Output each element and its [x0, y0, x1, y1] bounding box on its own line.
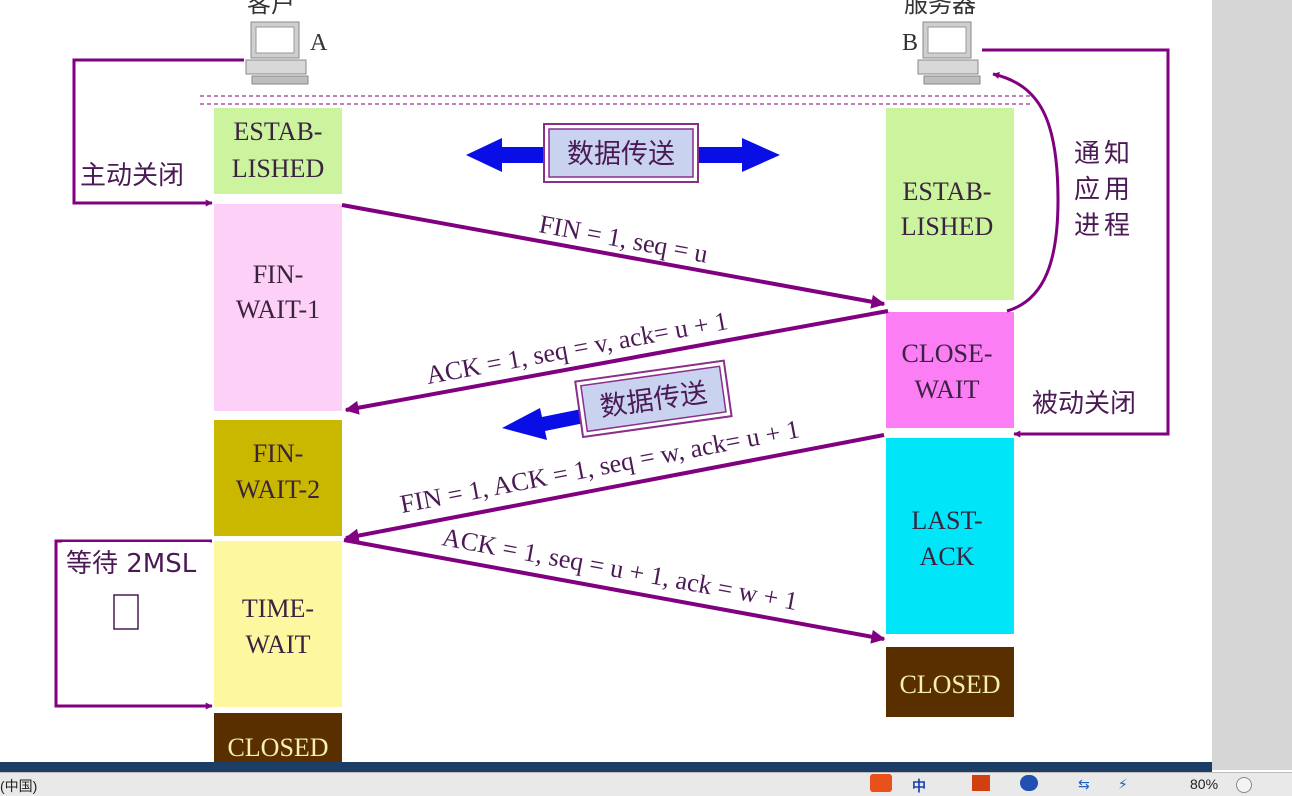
notify-app-label: 通 — [1074, 139, 1100, 169]
client-computer-icon — [245, 21, 309, 85]
notify-app-label: 知 — [1104, 139, 1130, 169]
notify-app-label: 进 — [1074, 211, 1100, 241]
state-label: WAIT — [915, 375, 980, 404]
state-label: CLOSE- — [902, 339, 993, 368]
notify-app-curve: 通 知 应 用 进 程 — [992, 72, 1130, 313]
placeholder-box — [113, 594, 139, 630]
notify-app-label: 程 — [1104, 211, 1130, 241]
client-state-fin-wait-1: FIN- WAIT-1 — [214, 204, 342, 411]
message-last-ack: ACK = 1, seq = u + 1, ack = w + 1 — [343, 522, 886, 644]
data-transfer-arrow-mid: 数据传送 — [502, 359, 733, 440]
active-close-label: 主动关闭 — [80, 161, 184, 191]
state-label: TIME- — [242, 594, 314, 623]
state-label: WAIT — [246, 630, 311, 659]
state-label: CLOSED — [899, 670, 1000, 699]
tray-icon[interactable] — [1020, 775, 1038, 791]
tray-icon[interactable]: ⇆ — [1078, 776, 1090, 792]
tray-icon[interactable] — [972, 775, 990, 791]
taskbar: (中国) 中 ⇆ ⚡ 80% — [0, 772, 1292, 796]
state-label: LISHED — [232, 154, 324, 183]
state-label: ACK — [920, 542, 975, 571]
state-label: ESTAB- — [234, 117, 323, 146]
state-label: LAST- — [911, 506, 982, 535]
state-label: FIN- — [253, 439, 304, 468]
sogou-icon[interactable] — [870, 774, 892, 792]
zoom-slider-handle[interactable] — [1236, 777, 1252, 793]
passive-close-label: 被动关闭 — [1032, 389, 1136, 419]
client-state-estab: ESTAB- LISHED — [214, 108, 342, 194]
zoom-level: 80% — [1190, 776, 1219, 792]
notify-app-label: 用 — [1104, 175, 1130, 205]
client-letter: A — [310, 30, 328, 56]
message-fin: FIN = 1, seq = u — [341, 203, 886, 309]
window-scroll-strip — [1212, 0, 1292, 770]
server-letter: B — [902, 30, 918, 56]
tcp-close-diagram: 客户 服务器 A B ESTAB- LISHED FIN- — [54, 0, 1170, 762]
server-state-estab: ESTAB- LISHED — [886, 108, 1014, 300]
window-bottom-bar — [0, 762, 1212, 772]
state-label: LISHED — [901, 212, 993, 241]
state-label: WAIT-2 — [236, 475, 320, 504]
ime-icon[interactable]: 中 — [912, 778, 926, 794]
message-label: FIN = 1, seq = u — [537, 209, 710, 268]
taskbar-left-text: (中国) — [0, 778, 38, 794]
client-state-closed: CLOSED — [214, 713, 342, 762]
state-label: WAIT-1 — [236, 295, 320, 324]
data-transfer-arrow-top: 数据传送 — [466, 123, 780, 183]
server-title: 服务器 — [904, 0, 976, 18]
data-transfer-label: 数据传送 — [567, 139, 675, 170]
client-title: 客户 — [247, 0, 295, 18]
active-close-bracket: 主动关闭 — [72, 58, 244, 207]
tray-icon[interactable]: ⚡ — [1118, 776, 1128, 792]
server-state-close-wait: CLOSE- WAIT — [886, 312, 1014, 428]
wait-2msl-label: 等待 2MSL — [66, 549, 197, 579]
client-state-time-wait: TIME- WAIT — [214, 541, 342, 707]
notify-app-label: 应 — [1074, 175, 1100, 205]
wait-2msl-bracket: 等待 2MSL — [54, 539, 213, 710]
server-state-last-ack: LAST- ACK — [886, 438, 1014, 634]
state-label: FIN- — [253, 260, 304, 289]
client-state-fin-wait-2: FIN- WAIT-2 — [214, 420, 342, 536]
state-label: ESTAB- — [903, 177, 992, 206]
server-state-closed: CLOSED — [886, 647, 1014, 717]
server-computer-icon — [917, 21, 981, 85]
passive-close-bracket: 被动关闭 — [982, 48, 1170, 438]
state-label: CLOSED — [227, 733, 328, 762]
